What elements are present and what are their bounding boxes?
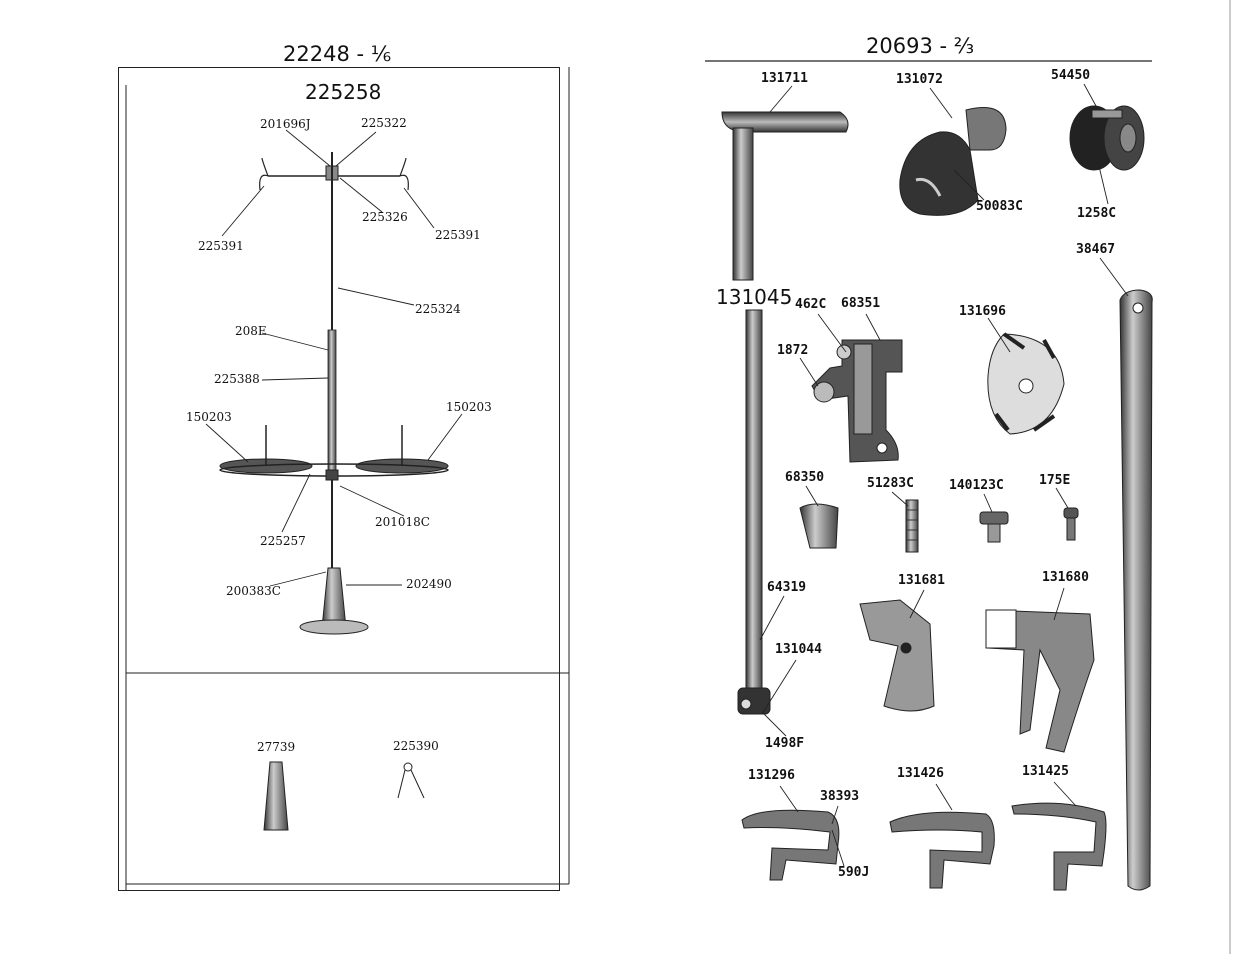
part-131045 [745, 309, 763, 689]
label-131681: 131681 [898, 573, 945, 588]
label-201018c: 201018C [375, 515, 430, 529]
label-590j: 590J [838, 865, 870, 880]
label-68350: 68350 [785, 470, 825, 485]
label-201696j: 201696J [260, 117, 311, 131]
label-68351: 68351 [841, 296, 881, 311]
label-200383c: 200383C [226, 584, 281, 598]
part-131296 [741, 809, 840, 881]
label-54450: 54450 [1051, 68, 1091, 83]
label-131072: 131072 [896, 72, 943, 87]
part-131680 [985, 609, 1095, 753]
part-54450 [1069, 105, 1145, 171]
part-131681 [859, 599, 935, 712]
label-225322: 225322 [361, 116, 407, 130]
label-131696: 131696 [959, 304, 1006, 319]
label-150203-right: 150203 [446, 400, 492, 414]
label-150203-left: 150203 [186, 410, 232, 424]
label-131711: 131711 [761, 71, 808, 86]
label-38467: 38467 [1076, 242, 1116, 257]
part-131696 [987, 332, 1065, 435]
part-131425 [1011, 802, 1107, 891]
label-225391-left: 225391 [198, 239, 244, 253]
part-68351 [811, 339, 903, 463]
label-202490: 202490 [406, 577, 452, 591]
label-225326: 225326 [362, 210, 408, 224]
label-131044: 131044 [775, 642, 822, 657]
label-225257: 225257 [260, 534, 306, 548]
label-38393: 38393 [820, 789, 860, 804]
part-131072 [899, 107, 1007, 216]
small-parts-row [799, 499, 1079, 553]
label-131296: 131296 [748, 768, 795, 783]
label-140123c: 140123C [949, 478, 1004, 493]
spool-cap-and-pin [263, 761, 425, 831]
label-64319: 64319 [767, 580, 807, 595]
part-38467 [1119, 289, 1153, 891]
part-1498f [737, 687, 771, 715]
label-131680: 131680 [1042, 570, 1089, 585]
label-131425: 131425 [1022, 764, 1069, 779]
label-51283c: 51283C [867, 476, 914, 491]
part-131426 [889, 811, 995, 889]
label-27739: 27739 [257, 740, 296, 754]
part-131711 [721, 111, 849, 281]
left-panel-frame [118, 67, 560, 891]
right-leader-lines [759, 83, 1129, 867]
left-page-title: 22248 - ⅙ [283, 42, 392, 66]
label-208e: 208E [235, 324, 267, 338]
label-175e: 175E [1039, 473, 1071, 488]
label-131426: 131426 [897, 766, 944, 781]
left-leader-lines [205, 129, 463, 587]
label-1498f: 1498F [765, 736, 805, 751]
thread-stand [219, 152, 449, 635]
label-225388: 225388 [214, 372, 260, 386]
label-1258c: 1258C [1077, 206, 1117, 221]
right-page-title: 20693 - ⅔ [866, 34, 975, 58]
label-225391-right: 225391 [435, 228, 481, 242]
label-225390: 225390 [393, 739, 439, 753]
label-50083c: 50083C [976, 199, 1023, 214]
label-1872: 1872 [777, 343, 809, 358]
kit-title: 225258 [305, 80, 382, 104]
label-462c: 462C [795, 297, 827, 312]
label-131045: 131045 [716, 285, 793, 309]
label-225324: 225324 [415, 302, 461, 316]
